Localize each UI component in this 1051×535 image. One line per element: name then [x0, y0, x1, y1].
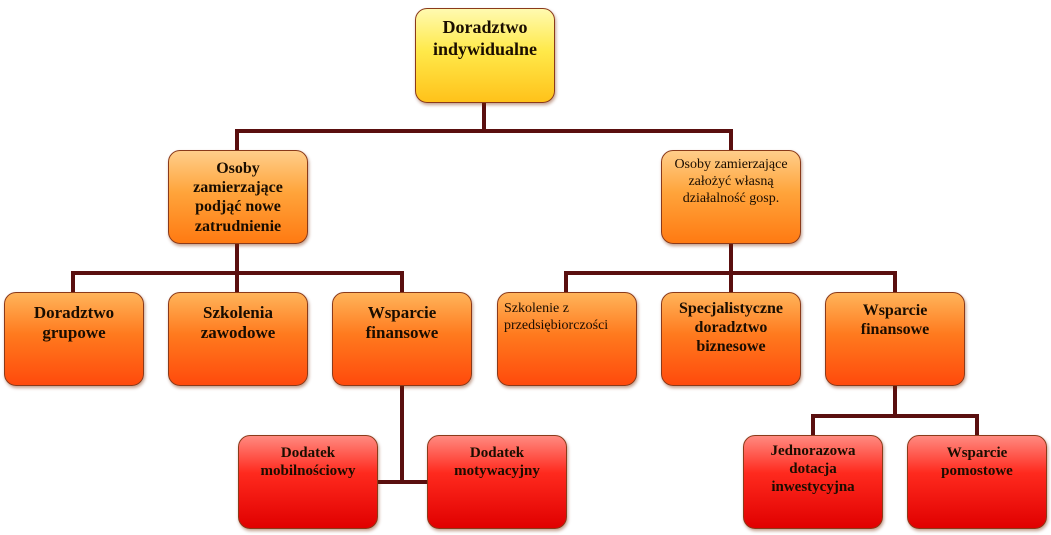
business-consulting-node: Specjalistyczne doradztwo biznesowe — [661, 292, 801, 386]
left-branch-node: Osoby zamierzające podjąć nowe zatrudnie… — [168, 150, 308, 244]
mobility-allowance-node: Dodatek mobilnościowy — [238, 435, 378, 529]
bridge-support-label: Wsparcie pomostowe — [941, 445, 1013, 479]
entrepreneurship-training-node: Szkolenie z przedsiębiorczości — [497, 292, 637, 386]
motivation-allowance-node: Dodatek motywacyjny — [427, 435, 567, 529]
right-branch-label: Osoby zamierzające założyć własną działa… — [674, 157, 788, 206]
right-branch-node: Osoby zamierzające założyć własną działa… — [661, 150, 801, 244]
vocational-training-node: Szkolenia zawodowe — [168, 292, 308, 386]
group-counseling-node: Doradztwo grupowe — [4, 292, 144, 386]
investment-grant-node: Jednorazowa dotacja inwestycyjna — [743, 435, 883, 529]
root-node: Doradztwo indywidualne — [415, 8, 555, 103]
right-financial-support-node: Wsparcie finansowe — [825, 292, 965, 386]
right-financial-support-label: Wsparcie finansowe — [860, 302, 930, 339]
group-counseling-label: Doradztwo grupowe — [33, 303, 115, 343]
entrepreneurship-training-label: Szkolenie z przedsiębiorczości — [504, 301, 609, 333]
mobility-allowance-label: Dodatek mobilnościowy — [260, 445, 356, 479]
business-consulting-label: Specjalistyczne doradztwo biznesowe — [679, 300, 783, 356]
left-branch-label: Osoby zamierzające podjąć nowe zatrudnie… — [193, 160, 283, 235]
root-node-label: Doradztwo indywidualne — [432, 17, 538, 59]
bridge-support-node: Wsparcie pomostowe — [907, 435, 1047, 529]
investment-grant-label: Jednorazowa dotacja inwestycyjna — [770, 443, 856, 495]
motivation-allowance-label: Dodatek motywacyjny — [454, 445, 540, 479]
left-financial-support-node: Wsparcie finansowe — [332, 292, 472, 386]
left-financial-support-label: Wsparcie finansowe — [365, 303, 439, 343]
vocational-training-label: Szkolenia zawodowe — [200, 303, 276, 343]
